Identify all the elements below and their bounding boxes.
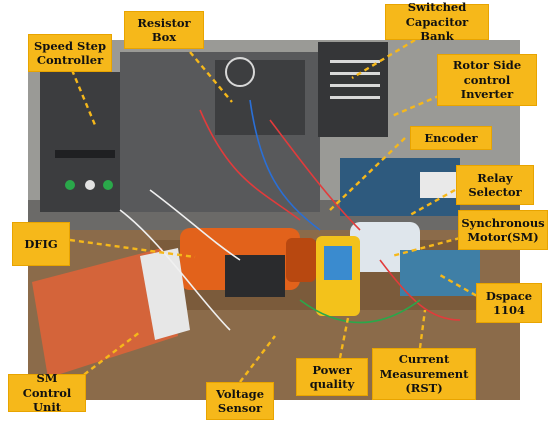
label-resistor-box: Resistor Box xyxy=(124,11,204,49)
label-switched-capacitor-bank: Switched Capacitor Bank xyxy=(385,0,489,43)
label-rotor-side-control-inverter: Rotor Side control Inverter xyxy=(437,54,537,106)
dfig-end-cap xyxy=(286,238,316,282)
label-relay-selector: Relay Selector xyxy=(456,165,534,205)
green-terminal-2 xyxy=(103,180,113,190)
arrow-voltage xyxy=(239,335,276,383)
label-encoder: Encoder xyxy=(410,126,492,150)
label-voltage-sensor: Voltage Sensor xyxy=(206,382,274,420)
callout-arrows xyxy=(69,38,485,383)
voltage-sensor-box xyxy=(225,255,285,297)
arrow-sm-control xyxy=(76,331,141,381)
resistor-box-panel xyxy=(215,60,305,135)
panel-strip xyxy=(55,150,115,158)
arrow-power-quality xyxy=(338,317,350,359)
label-power-quality: Power quality xyxy=(296,358,368,396)
label-synchronous-motor: Synchronous Motor(SM) xyxy=(458,210,548,250)
green-terminal xyxy=(65,180,75,190)
label-dspace-1104: Dspace 1104 xyxy=(476,283,542,323)
speed-step-controller-panel xyxy=(40,72,130,212)
capacitor-bank-panel xyxy=(318,42,388,137)
label-sm-control-unit: SM Control Unit xyxy=(8,371,86,414)
relay-module xyxy=(420,172,462,198)
arrow-dfig xyxy=(69,238,196,259)
label-current-measurement: Current Measurement (RST) xyxy=(372,348,476,400)
wiring xyxy=(119,99,461,331)
control-unit-panel xyxy=(140,248,190,340)
arrow-resistor xyxy=(189,51,233,103)
arrow-speed-step xyxy=(70,69,97,126)
arrow-capacitor xyxy=(351,38,416,80)
resistor-dial xyxy=(225,57,255,87)
arrow-sm xyxy=(391,236,461,258)
label-dfig: DFIG xyxy=(12,222,70,266)
white-terminal xyxy=(85,180,95,190)
dspace-board xyxy=(400,250,480,296)
label-speed-step-controller: Speed Step Controller xyxy=(28,34,112,72)
sm-control-unit-box xyxy=(32,248,178,378)
meter-screen xyxy=(324,246,352,280)
arrow-current xyxy=(418,309,427,349)
capacitor-symbols xyxy=(330,60,380,99)
